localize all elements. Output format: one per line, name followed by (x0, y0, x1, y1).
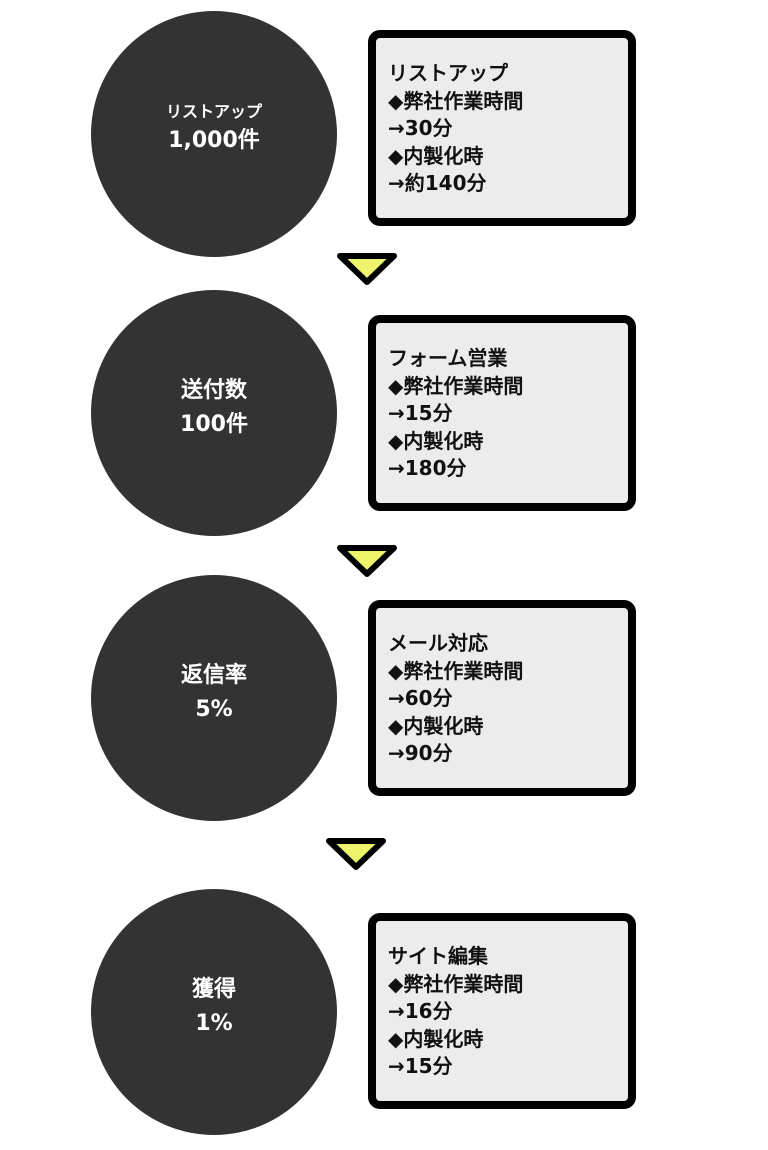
box-title: リストアップ (388, 61, 508, 85)
box-line: →15分 (388, 401, 453, 425)
circle-label: 送付数 (180, 378, 247, 403)
funnel-circle-acquisition: 獲得 1% (91, 889, 337, 1135)
circle-label: 返信率 (180, 663, 247, 688)
box-line: →60分 (388, 686, 453, 710)
box-line: →約140分 (388, 171, 487, 195)
circle-value: 1,000件 (168, 128, 260, 153)
detail-box-form-sales: フォーム営業 ◆弊社作業時間 →15分 ◆内製化時 →180分 (368, 315, 636, 511)
circle-value: 100件 (180, 412, 248, 437)
box-line: ◆弊社作業時間 (388, 971, 524, 996)
box-line: ◆弊社作業時間 (388, 88, 524, 113)
detail-box-listup: リストアップ ◆弊社作業時間 →30分 ◆内製化時 →約140分 (368, 30, 636, 226)
box-title: メール対応 (388, 631, 488, 655)
funnel-circle-listup: リストアップ 1,000件 (91, 11, 337, 257)
down-triangle-icon (337, 545, 397, 577)
detail-box-site-edit: サイト編集 ◆弊社作業時間 →16分 ◆内製化時 →15分 (368, 913, 636, 1109)
box-line: →16分 (388, 999, 453, 1023)
circle-label: リストアップ (165, 102, 262, 121)
circle-value: 5% (195, 697, 233, 722)
box-title: サイト編集 (388, 944, 488, 968)
box-line: ◆内製化時 (388, 143, 484, 168)
box-line: →180分 (388, 456, 467, 480)
funnel-circle-sent: 送付数 100件 (91, 290, 337, 536)
box-line: →15分 (388, 1054, 453, 1078)
box-line: ◆内製化時 (388, 1026, 484, 1051)
box-line: ◆弊社作業時間 (388, 373, 524, 398)
funnel-circle-reply-rate: 返信率 5% (91, 575, 337, 821)
down-triangle-icon (326, 838, 386, 870)
circle-label: 獲得 (191, 977, 236, 1002)
circle-value: 1% (195, 1011, 233, 1036)
detail-box-mail: メール対応 ◆弊社作業時間 →60分 ◆内製化時 →90分 (368, 600, 636, 796)
box-title: フォーム営業 (388, 346, 508, 370)
box-line: ◆弊社作業時間 (388, 658, 524, 683)
box-line: →90分 (388, 741, 453, 765)
down-triangle-icon (337, 253, 397, 285)
box-line: ◆内製化時 (388, 713, 484, 738)
box-line: ◆内製化時 (388, 428, 484, 453)
box-line: →30分 (388, 116, 453, 140)
